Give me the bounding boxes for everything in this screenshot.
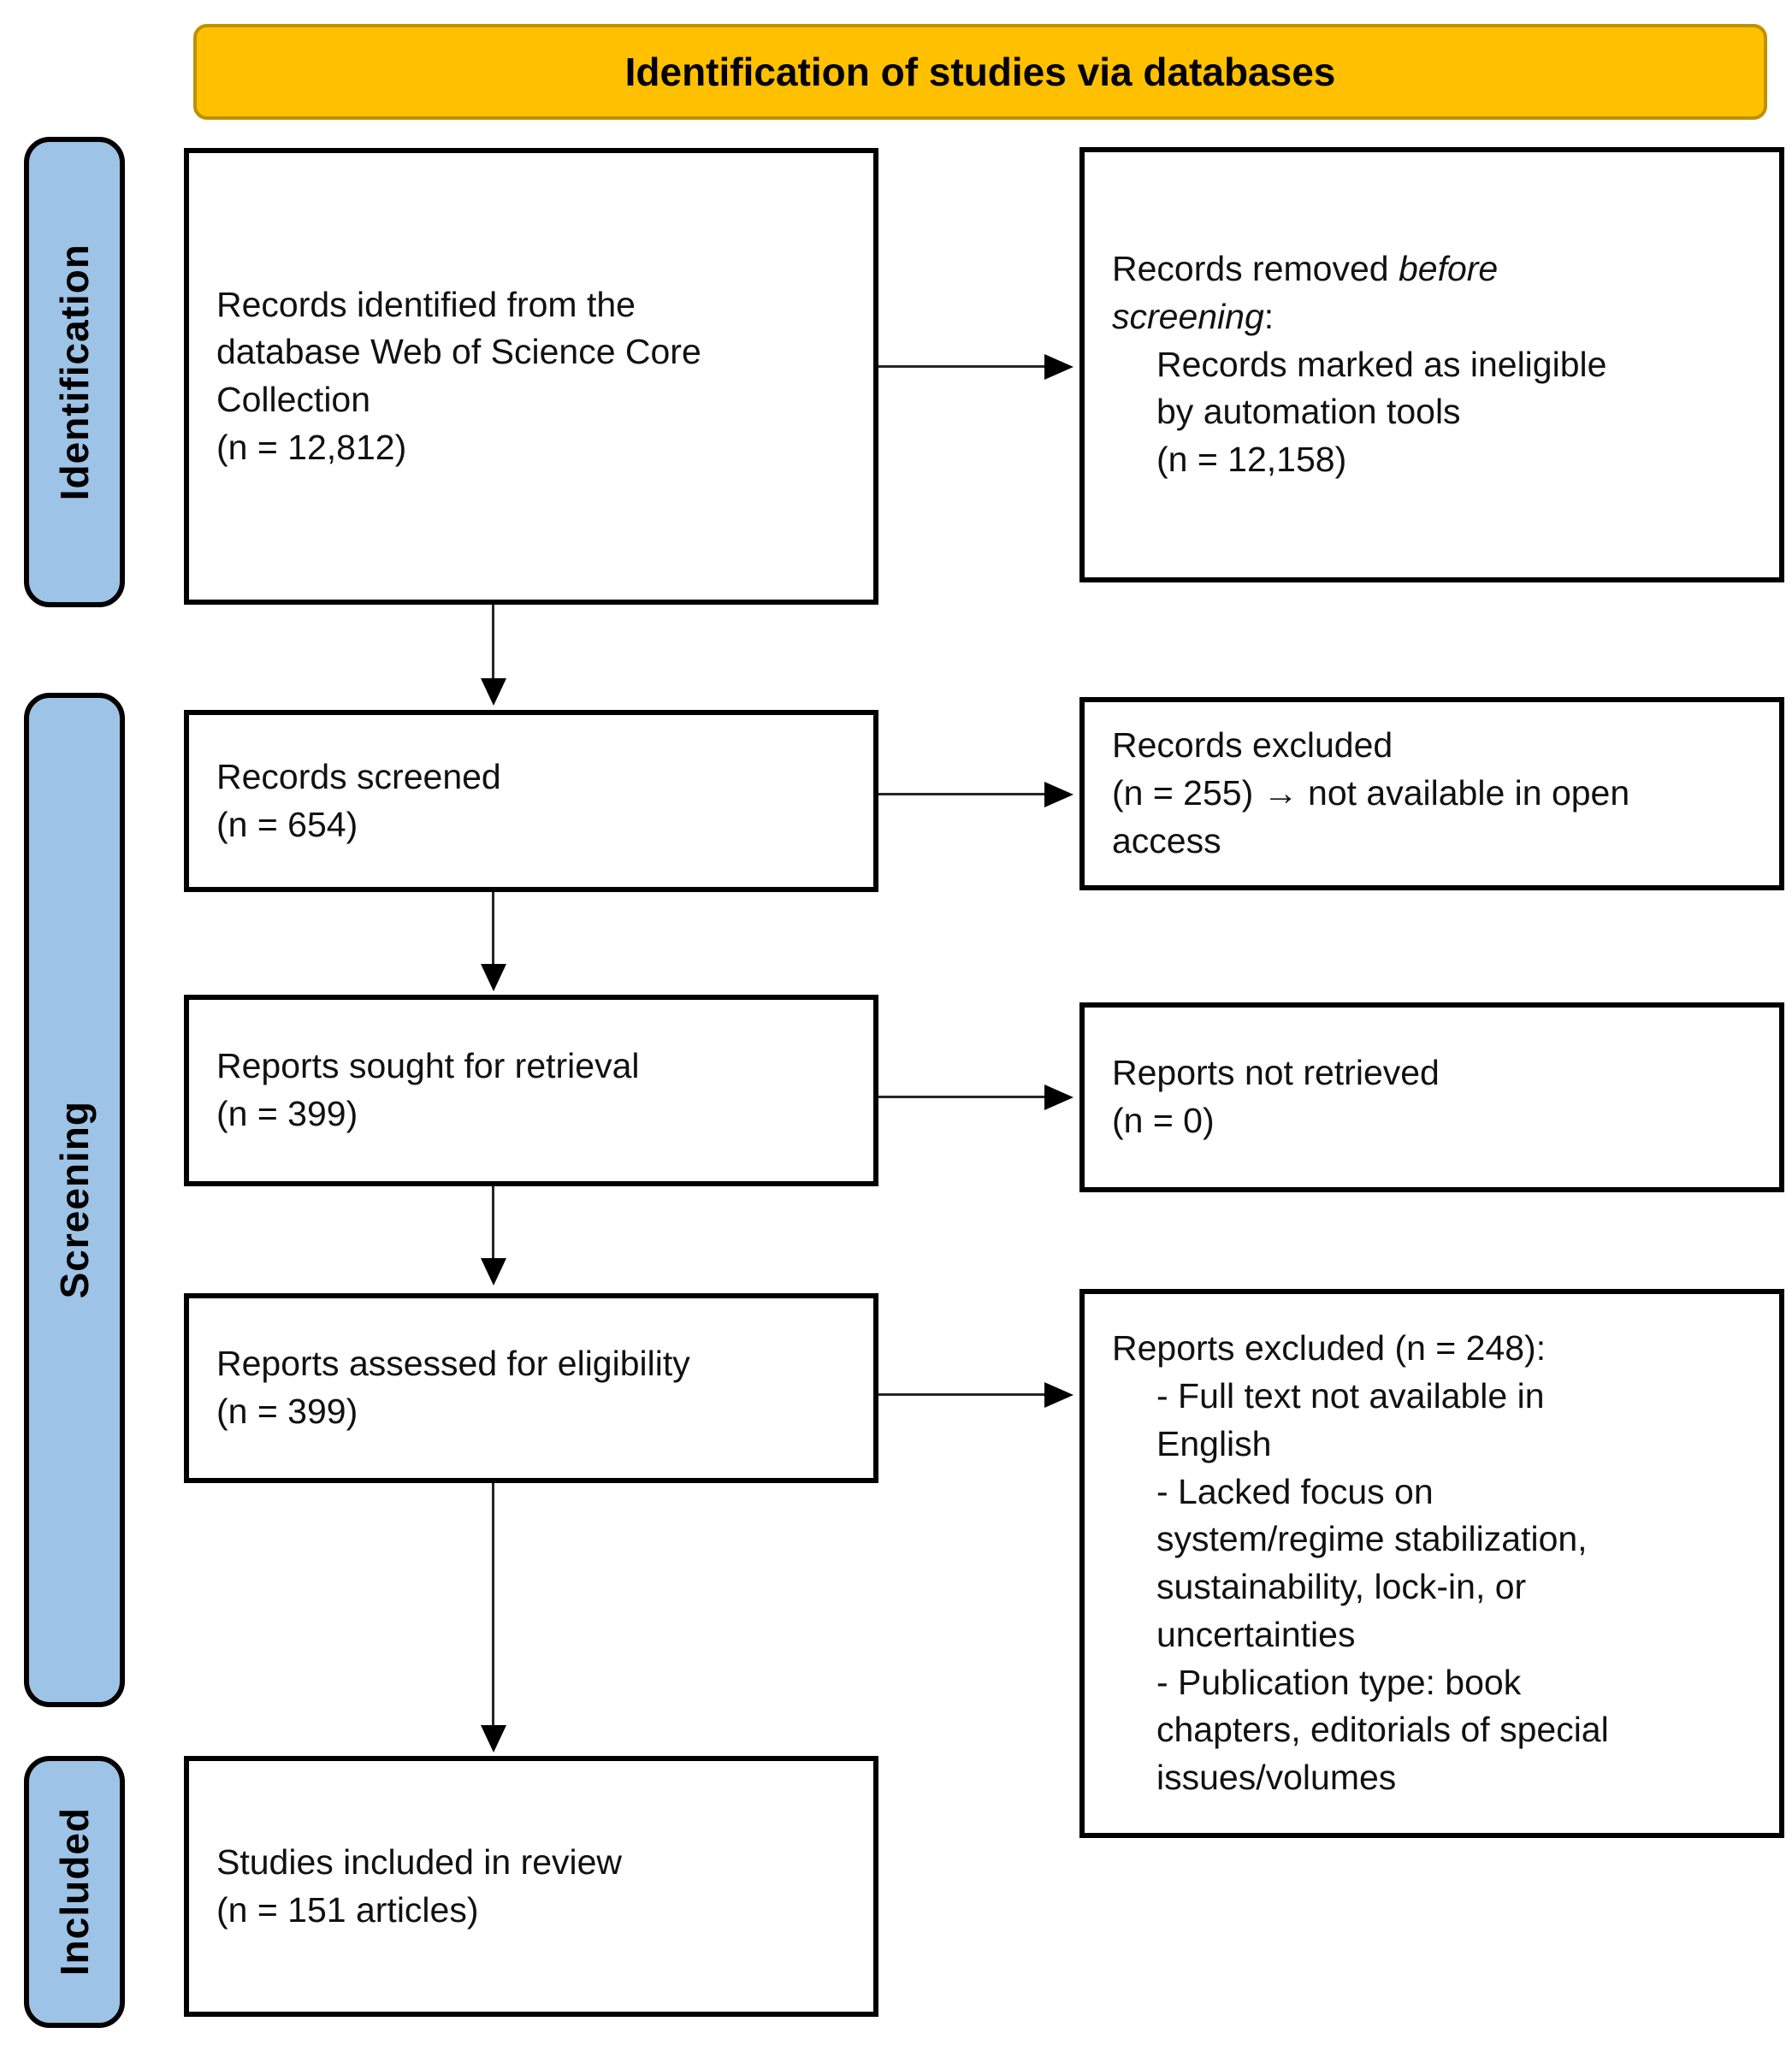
arrow-head-down-icon	[480, 1258, 506, 1286]
arrow-line	[878, 365, 1046, 368]
arrow-head-down-icon	[480, 964, 506, 991]
arrow-head-right-icon	[1044, 353, 1073, 380]
records-identified-text: Records identified from the database Web…	[216, 284, 701, 467]
arrow-line	[492, 1186, 494, 1260]
records-excluded-text: Records excluded (n = 255) → not availab…	[1112, 725, 1630, 860]
records-removed-prefix: Records removed	[1112, 249, 1399, 289]
reports-sought-text: Reports sought for retrieval (n = 399)	[216, 1046, 640, 1133]
records-removed-suffix: :	[1263, 296, 1275, 336]
arrow-line	[492, 1483, 494, 1727]
banner-label: Identification of studies via databases	[624, 50, 1336, 94]
box-records-screened: Records screened (n = 654)	[184, 710, 878, 892]
box-reports-excluded: Reports excluded (n = 248): - Full text …	[1079, 1289, 1784, 1838]
records-removed-detail: Records marked as ineligible by automati…	[1156, 344, 1607, 480]
box-reports-assessed: Reports assessed for eligibility (n = 39…	[184, 1293, 878, 1483]
box-records-removed: Records removed before screening: Record…	[1079, 147, 1784, 582]
box-records-excluded: Records excluded (n = 255) → not availab…	[1079, 697, 1784, 890]
reports-not-retrieved-text: Reports not retrieved (n = 0)	[1112, 1053, 1440, 1140]
stage-identification-label: Identification	[52, 243, 97, 501]
arrow-head-down-icon	[480, 678, 506, 706]
arrow-line	[878, 793, 1046, 795]
reports-excluded-heading: Reports excluded (n = 248):	[1112, 1328, 1547, 1368]
reports-assessed-text: Reports assessed for eligibility (n = 39…	[216, 1344, 690, 1431]
box-studies-included: Studies included in review (n = 151 arti…	[184, 1756, 878, 2017]
stage-screening: Screening	[24, 693, 125, 1707]
arrow-head-right-icon	[1044, 1084, 1073, 1110]
stage-identification: Identification	[24, 137, 125, 607]
arrow-line	[492, 892, 494, 966]
records-screened-text: Records screened (n = 654)	[216, 756, 501, 844]
records-removed-italic: before screening	[1112, 249, 1499, 336]
arrow-head-down-icon	[480, 1725, 506, 1753]
arrow-line	[492, 605, 494, 680]
arrow-line	[878, 1393, 1046, 1396]
box-reports-sought: Reports sought for retrieval (n = 399)	[184, 995, 878, 1186]
arrow-head-right-icon	[1044, 1381, 1073, 1408]
arrow-line	[878, 1096, 1046, 1098]
stage-screening-label: Screening	[52, 1101, 97, 1299]
stage-included: Included	[24, 1756, 125, 2028]
box-records-identified: Records identified from the database Web…	[184, 148, 878, 605]
arrow-head-right-icon	[1044, 781, 1073, 807]
banner: Identification of studies via databases	[193, 24, 1767, 120]
reports-excluded-items: - Full text not available in English - L…	[1156, 1376, 1609, 1797]
box-reports-not-retrieved: Reports not retrieved (n = 0)	[1079, 1002, 1784, 1192]
stage-included-label: Included	[52, 1807, 97, 1977]
studies-included-text: Studies included in review (n = 151 arti…	[216, 1841, 623, 1930]
records-removed-heading: Records removed before screening:	[1112, 245, 1759, 341]
